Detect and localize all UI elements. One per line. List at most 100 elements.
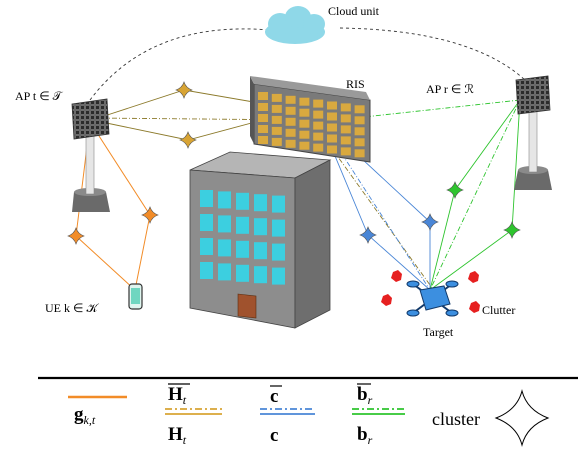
ris-element — [299, 119, 310, 128]
building-window — [236, 240, 249, 258]
svg-text:cluster: cluster — [432, 409, 480, 429]
ris-element — [354, 116, 365, 125]
ris-element — [299, 130, 310, 139]
building-window — [272, 195, 285, 213]
ap-t-tower — [71, 98, 110, 212]
ris-element — [299, 97, 310, 106]
ris-element — [285, 106, 296, 115]
ris-element — [313, 121, 324, 130]
clutter-icon — [391, 270, 402, 282]
svg-text:c: c — [270, 425, 278, 446]
building-window — [254, 218, 267, 236]
building-window — [272, 267, 285, 285]
ris-element — [258, 92, 268, 100]
ris-element — [271, 115, 282, 124]
legend-g: gk,t — [68, 395, 127, 427]
building-window — [200, 262, 213, 279]
building-window — [272, 243, 285, 261]
building-window — [218, 263, 231, 281]
ris-element — [327, 112, 337, 121]
clutter-icon — [381, 294, 392, 306]
building-window — [254, 194, 267, 212]
ris-element — [258, 125, 268, 133]
cluster-markers — [67, 81, 521, 245]
ap-t-label: AP t ∈ 𝒯 — [15, 89, 64, 103]
building-window — [200, 238, 213, 255]
ris-element — [340, 147, 351, 156]
ris-element — [354, 127, 365, 136]
ris-element — [285, 95, 296, 104]
ap-r-tower — [514, 75, 552, 190]
cluster-star-icon — [421, 213, 439, 231]
building-window — [200, 214, 213, 231]
ris-element — [327, 134, 337, 143]
ris-element — [313, 99, 324, 108]
ris-element — [258, 103, 268, 111]
clutter-label: Clutter — [482, 303, 515, 317]
ris-panel — [250, 76, 371, 163]
ris-element — [285, 128, 296, 137]
ris-element — [354, 149, 365, 158]
ris-element — [313, 143, 324, 152]
ris-element — [340, 125, 351, 134]
ris-label: RIS — [346, 77, 365, 91]
building-window — [272, 219, 285, 237]
building-window — [218, 239, 231, 257]
clutter-icon — [468, 271, 479, 283]
legend-c: c c — [260, 385, 315, 446]
ris-element — [299, 141, 310, 150]
cluster-star-icon — [503, 221, 521, 239]
building-window — [236, 264, 249, 282]
clutter-icon — [469, 301, 480, 313]
ap-r-label: AP r ∈ ℛ — [426, 82, 474, 96]
ris-element — [354, 105, 365, 114]
ris-element — [327, 101, 337, 110]
cluster-star-icon — [179, 131, 197, 149]
cluster-star-icon — [67, 227, 85, 245]
ris-element — [313, 132, 324, 141]
ris-element — [340, 103, 351, 112]
cluster-star-icon — [359, 226, 377, 244]
svg-text:gk,t: gk,t — [74, 404, 96, 427]
ue-phone-icon — [128, 283, 143, 310]
building-window — [200, 190, 213, 207]
ris-element — [258, 114, 268, 122]
ris-element — [285, 139, 296, 148]
ris-element — [271, 93, 282, 102]
cluster-star-icon — [446, 181, 464, 199]
ris-element — [327, 145, 337, 154]
cloud-links — [89, 27, 526, 101]
ris-element — [271, 126, 282, 135]
svg-text:Ht: Ht — [168, 424, 187, 447]
target-label: Target — [423, 325, 454, 339]
cluster-legend-icon — [494, 389, 550, 447]
ris-element — [354, 138, 365, 147]
legend-H: Ht Ht — [165, 383, 222, 447]
drone-target-icon — [406, 280, 459, 317]
building-windows — [200, 190, 285, 285]
building-door — [237, 293, 257, 319]
ris-element — [285, 117, 296, 126]
svg-text:br: br — [357, 424, 373, 447]
svg-text:br: br — [357, 384, 373, 407]
ue-label: UE k ∈ 𝒦 — [45, 301, 99, 315]
cluster-star-icon — [175, 81, 193, 99]
ris-elements — [258, 92, 365, 158]
ris-element — [271, 137, 282, 146]
svg-text:Ht: Ht — [168, 384, 187, 407]
ris-element — [340, 114, 351, 123]
building-window — [218, 215, 231, 233]
cloud-icon — [265, 6, 325, 44]
building-window — [236, 216, 249, 234]
cluster-star-icon — [141, 206, 159, 224]
building-window — [254, 266, 267, 284]
cloud-label: Cloud unit — [328, 4, 380, 18]
ris-element — [340, 136, 351, 145]
svg-text:c: c — [270, 386, 278, 407]
legend-b: br br — [352, 383, 405, 447]
ris-element — [327, 123, 337, 132]
legend-cluster: cluster — [432, 389, 550, 447]
clutter-markers — [381, 270, 480, 313]
building — [189, 151, 332, 329]
